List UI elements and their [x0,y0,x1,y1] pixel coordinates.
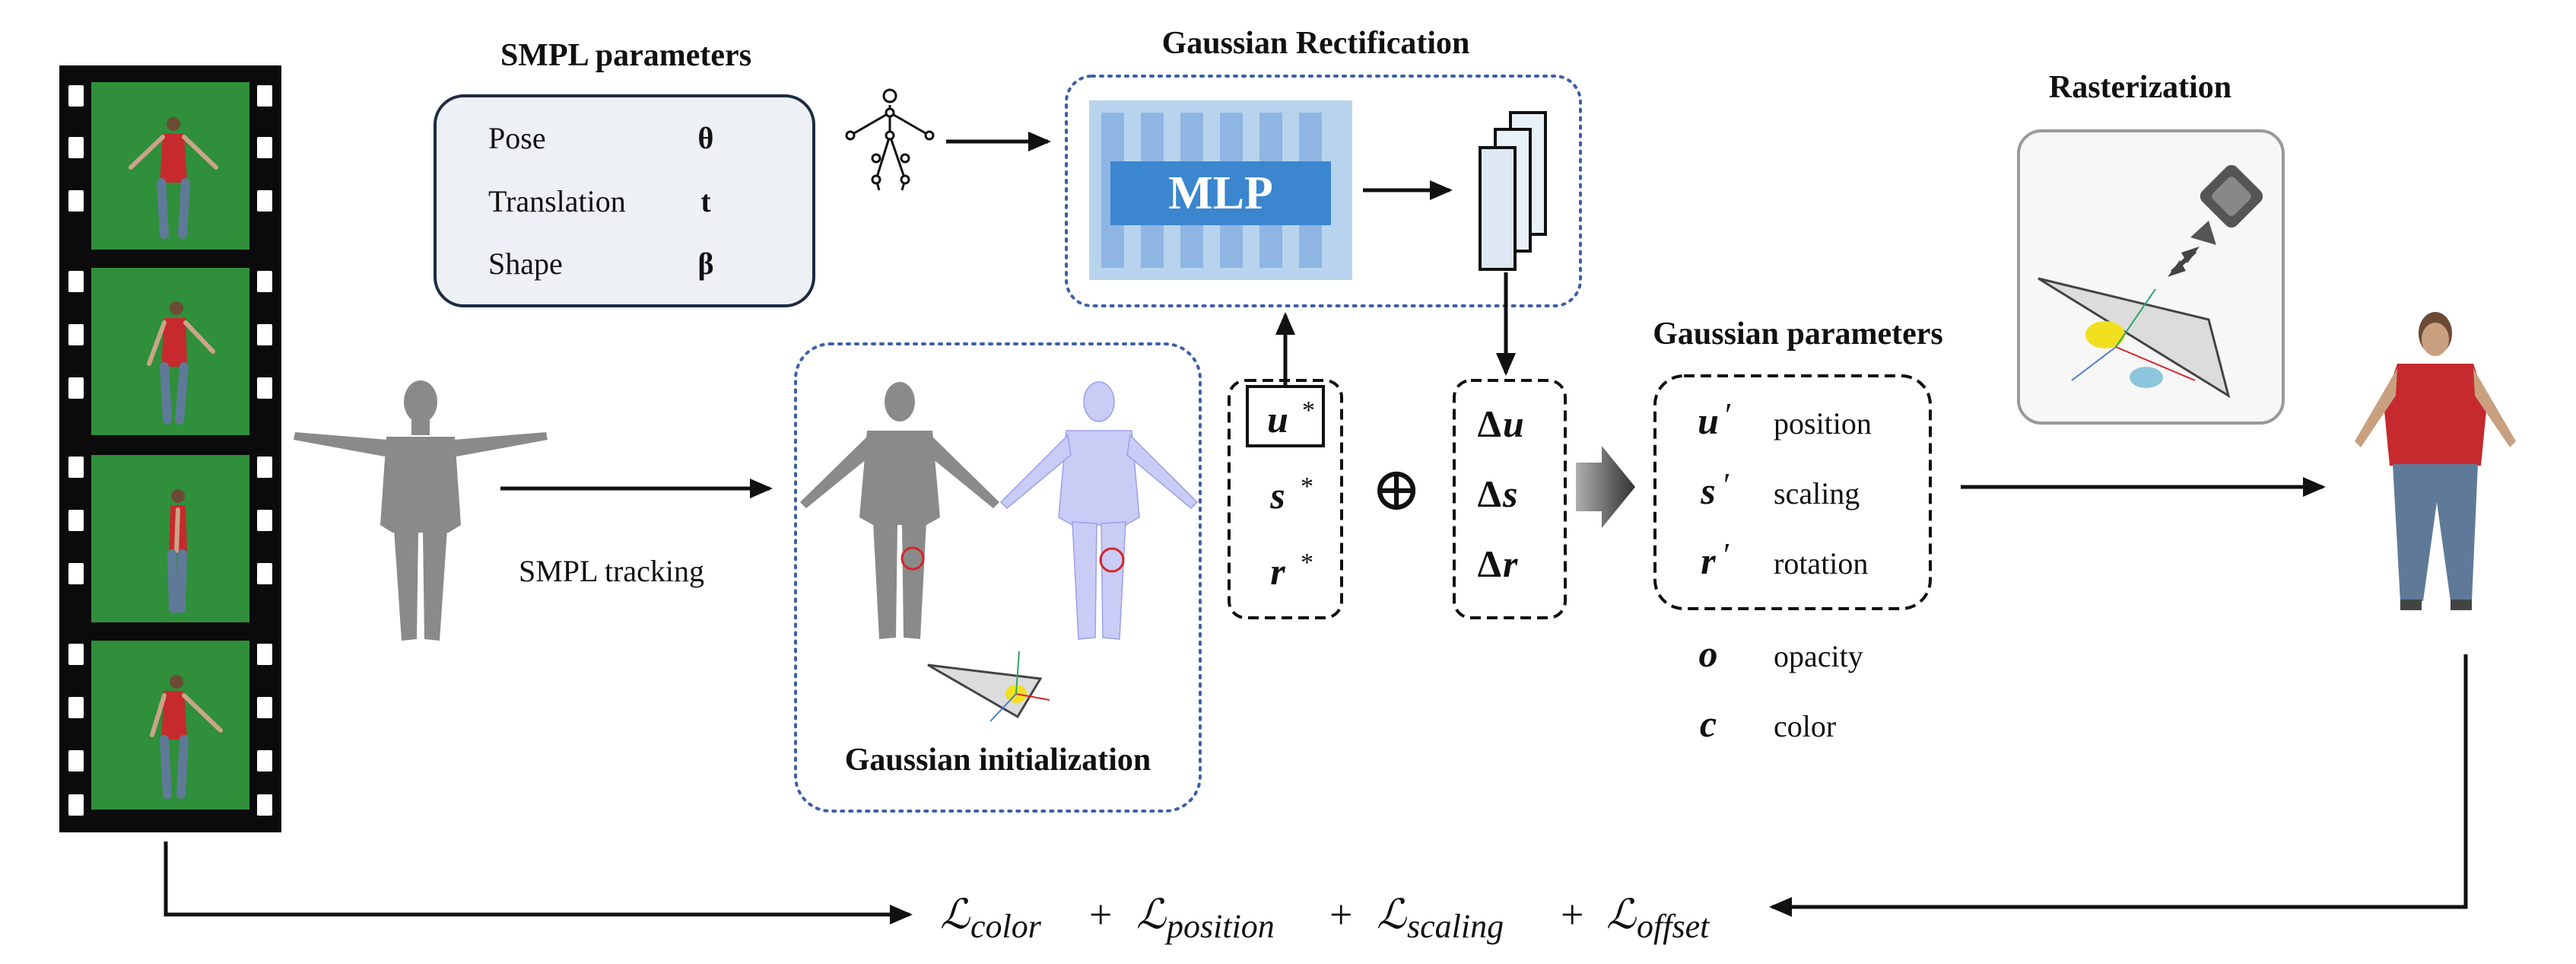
svg-text:*: * [1301,472,1313,501]
svg-text:o: o [1699,632,1718,675]
smpl-parameters-list: Pose θ Translation t Shape β [488,121,714,281]
offset-delta-s: Δ s [1478,472,1518,515]
svg-text:+: + [1089,892,1112,937]
render-to-loss-arrow [1769,654,2468,917]
film-sprocket-holes-right [257,85,272,816]
svg-text:rotation: rotation [1774,546,1868,581]
gaussian-rectification-box [1065,75,1582,307]
smpl-param-shape-symbol: β [697,247,713,281]
svg-text:*: * [1302,396,1315,425]
svg-text:+: + [1329,892,1352,937]
svg-text:u: u [1267,398,1288,441]
gaussian-initialization-title: Gaussian initialization [845,743,1151,778]
svg-text:r: r [1270,550,1285,593]
svg-text:offset: offset [1637,908,1710,945]
svg-text:s: s [1700,469,1715,512]
video-frame-2 [91,268,249,435]
smpl-param-pose-label: Pose [488,121,546,155]
svg-text:u: u [1503,402,1524,445]
smpl-tracking-label: SMPL tracking [519,554,704,588]
svg-text:ℒ: ℒ [1377,892,1407,937]
film-sprocket-holes-left [68,85,84,816]
param-opacity: o opacity [1699,632,1863,675]
offset-delta-u: Δ u [1478,402,1524,445]
gaussian-parameters-box [1653,374,1932,610]
svg-text:s: s [1269,474,1285,517]
svg-text:opacity: opacity [1774,639,1863,673]
param-color: c color [1700,702,1836,745]
smpl-parameters-box [434,94,815,307]
svg-text:′: ′ [1723,466,1731,504]
initialization-wireframe-mesh [999,381,1199,640]
svg-text:color: color [970,908,1042,945]
svg-text:u: u [1698,399,1719,442]
svg-text:′: ′ [1725,396,1733,434]
smpl-param-translation-label: Translation [488,184,626,218]
svg-text:r: r [1701,539,1716,582]
mlp-block: MLP [1089,100,1352,280]
highlight-circle-wireframe [1099,547,1125,573]
canonical-r: r * [1270,549,1313,593]
video-frame-3 [91,455,249,622]
svg-text:Δ: Δ [1478,542,1501,585]
loss-equation: ℒ color + ℒ position + ℒ scaling + ℒ off… [940,892,1710,945]
video-to-loss-arrow [164,842,913,924]
smpl-parameters-title: SMPL parameters [500,38,751,73]
add-operator-symbol: ⊕ [1371,457,1421,523]
smpl-param-pose-symbol: θ [698,121,714,155]
highlight-circle-gray [900,546,925,571]
gaussian-initialization-box [794,342,1202,813]
smpl-param-translation-symbol: t [700,184,711,218]
svg-text:s: s [1502,472,1517,515]
video-frame-4 [91,641,249,810]
feature-output-stack [1479,111,1547,271]
param-scaling: s ′ scaling [1700,466,1860,512]
svg-text:scaling: scaling [1774,476,1860,511]
canonical-s: s * [1269,472,1313,517]
svg-text:ℒ: ℒ [1136,892,1167,937]
svg-text:*: * [1301,549,1313,577]
mlp-label: MLP [1168,167,1273,219]
smpl-param-shape-label: Shape [488,247,563,281]
video-frame-1 [91,82,249,250]
initialization-gaussian-triangle [927,651,1050,722]
offset-delta-r: Δ r [1478,542,1518,585]
param-position: u ′ position [1698,396,1872,442]
gaussian-rectification-title: Gaussian Rectification [1162,26,1470,61]
combine-arrow [1576,446,1635,528]
smpl-mesh-figure [294,380,548,641]
input-video-film-strip [59,65,281,832]
camera-icon [2190,164,2263,245]
svg-text:position: position [1164,908,1275,945]
svg-text:color: color [1774,709,1836,743]
svg-text:r: r [1503,542,1518,585]
param-rotation: r ′ rotation [1701,536,1868,582]
skeleton-icon [845,88,935,191]
initialization-gray-mesh [800,382,999,639]
gaussian-parameters-title: Gaussian parameters [1653,317,1943,352]
svg-text:ℒ: ℒ [940,892,970,937]
rasterization-title: Rasterization [2049,70,2231,105]
svg-text:+: + [1561,892,1583,937]
rasterization-gaussians [2038,277,2231,399]
svg-text:′: ′ [1723,536,1731,574]
svg-text:Δ: Δ [1478,402,1501,445]
svg-text:Δ: Δ [1478,472,1501,515]
svg-text:position: position [1774,406,1872,441]
svg-text:scaling: scaling [1407,908,1504,945]
rendered-avatar [2355,312,2516,610]
svg-text:ℒ: ℒ [1606,892,1637,937]
canonical-u: u * [1267,396,1315,441]
svg-text:c: c [1700,702,1717,745]
offset-box [1453,379,1567,619]
